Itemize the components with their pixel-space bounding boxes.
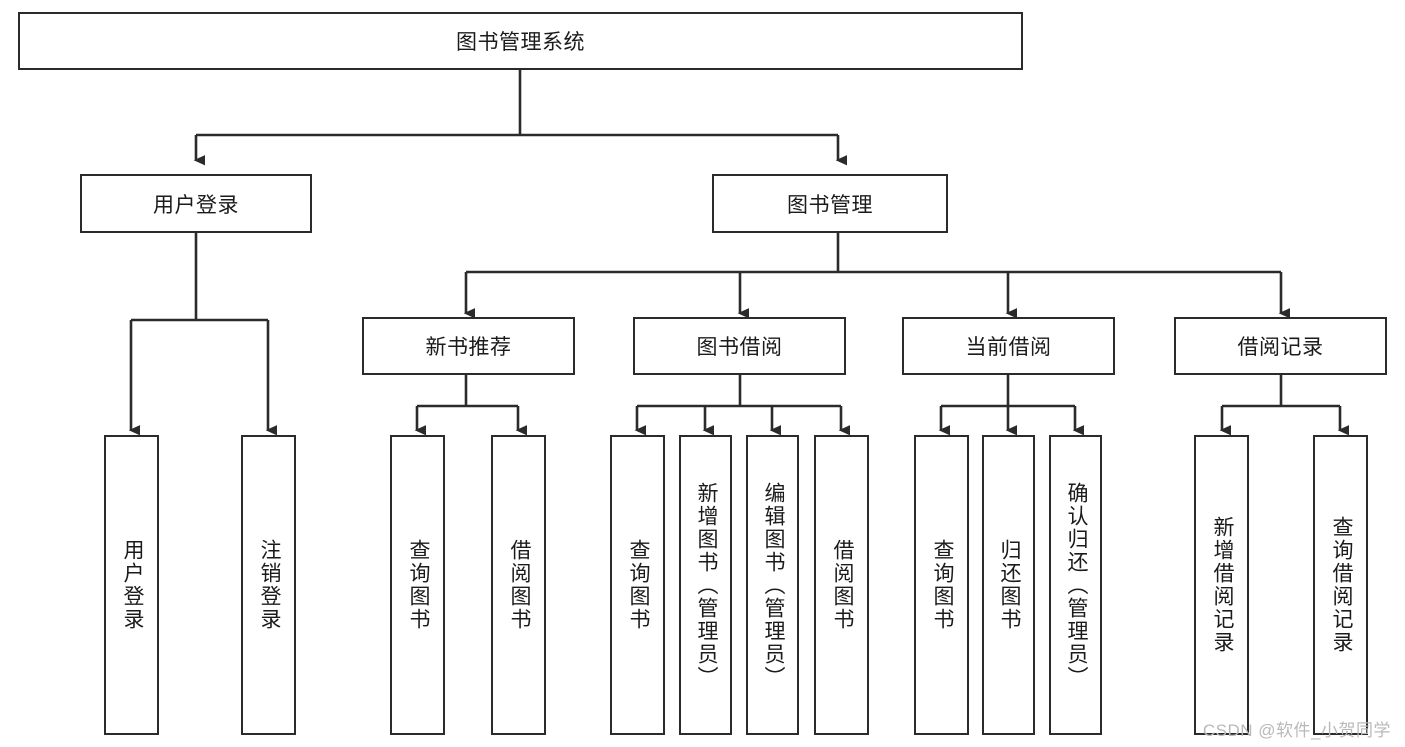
node-label: 用户登录	[153, 193, 239, 217]
node-label: 查询图书	[930, 539, 954, 631]
csdn-watermark: CSDN @软件_小贺同学	[1202, 721, 1391, 740]
node-label: 归还图书	[997, 539, 1021, 631]
leaf-add-borrow-record[interactable]: 新增借阅记录	[1194, 435, 1249, 735]
node-label: 查询图书	[406, 539, 430, 631]
leaf-borrow-books[interactable]: 借阅图书	[814, 435, 869, 735]
node-book-borrow[interactable]: 图书借阅	[633, 317, 846, 375]
node-label: 新书推荐	[425, 336, 512, 359]
leaf-query-borrow-record[interactable]: 查询借阅记录	[1313, 435, 1368, 735]
leaf-return-books[interactable]: 归还图书	[982, 435, 1035, 735]
node-label: 查询图书	[626, 539, 650, 631]
leaf-query-books-borrow[interactable]: 查询图书	[610, 435, 665, 735]
leaf-borrow-books-recommend[interactable]: 借阅图书	[491, 435, 546, 735]
node-label: 当前借阅	[965, 336, 1052, 359]
leaf-edit-book-admin[interactable]: 编辑图书（管理员）	[746, 435, 799, 735]
leaf-confirm-return-admin[interactable]: 确认归还（管理员）	[1049, 435, 1102, 735]
leaf-logout[interactable]: 注销登录	[241, 435, 296, 735]
node-label: 注销登录	[257, 539, 281, 631]
node-label: 查询借阅记录	[1329, 516, 1353, 654]
leaf-query-books-current[interactable]: 查询图书	[914, 435, 969, 735]
node-label: 确认归还（管理员）	[1064, 481, 1088, 689]
node-label: 图书管理系统	[456, 31, 585, 54]
node-label: 用户登录	[120, 539, 144, 631]
node-book-management[interactable]: 图书管理	[712, 174, 948, 233]
leaf-query-books-recommend[interactable]: 查询图书	[390, 435, 445, 735]
node-new-book-recommend[interactable]: 新书推荐	[362, 317, 575, 375]
node-borrow-record[interactable]: 借阅记录	[1174, 317, 1387, 375]
node-book-management-system[interactable]: 图书管理系统	[18, 12, 1023, 70]
leaf-user-login[interactable]: 用户登录	[104, 435, 159, 735]
node-label: 借阅图书	[507, 539, 531, 631]
node-label: 图书借阅	[696, 336, 783, 359]
node-label: 新增借阅记录	[1210, 516, 1234, 654]
node-current-borrow[interactable]: 当前借阅	[902, 317, 1115, 375]
leaf-add-book-admin[interactable]: 新增图书（管理员）	[679, 435, 732, 735]
node-label: 新增图书（管理员）	[694, 481, 718, 689]
node-label: 借阅记录	[1237, 336, 1324, 359]
node-label: 借阅图书	[830, 539, 854, 631]
node-user-login[interactable]: 用户登录	[80, 174, 312, 233]
node-label: 编辑图书（管理员）	[761, 481, 785, 689]
node-label: 图书管理	[787, 193, 873, 217]
